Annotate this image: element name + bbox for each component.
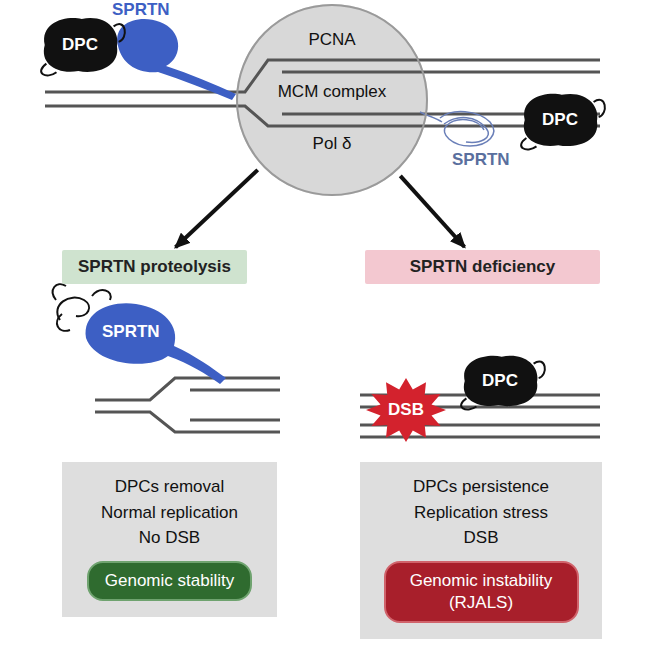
dna-strands — [45, 60, 600, 126]
node-text: MCM complex — [236, 81, 428, 103]
break-star: DSB — [366, 378, 446, 442]
sprtn-protein-faded — [420, 112, 494, 146]
node-text: No DSB — [139, 525, 200, 551]
dpc-blob: DPC — [458, 352, 542, 410]
node-text: Genomic instability (RJALS) — [394, 570, 569, 614]
summary-box: DPCs removalNormal replicationNo DSB Geno… — [62, 462, 277, 617]
node-text: DSB — [464, 525, 499, 551]
node-text: DPC — [482, 370, 518, 392]
sprtn-protein — [86, 303, 226, 384]
outcome-box: Genomic instability (RJALS) — [384, 561, 579, 623]
node-text: Genomic stability — [97, 570, 242, 592]
replisome-fill — [236, 4, 428, 196]
node-text: PCNA — [236, 29, 428, 51]
dna-strands-repaired — [95, 378, 280, 432]
protein-label: SPRTN — [112, 0, 170, 20]
protein-label: SPRTN — [102, 322, 160, 342]
node-text: SPRTN proteolysis — [70, 256, 239, 278]
pathway-box: SPRTN proteolysis — [62, 250, 247, 284]
sprtn-protein — [117, 19, 236, 100]
outcome-box: Genomic stability — [87, 561, 252, 601]
summary-box: DPCs persistenceReplication stressDSB Gen… — [360, 462, 602, 639]
replisome-circle: PCNA MCM complexPol δ — [236, 4, 428, 196]
node-text: DPC — [542, 109, 578, 131]
arrow-connector — [176, 170, 258, 247]
node-text: Replication stress — [414, 500, 548, 526]
node-text: DSB — [388, 399, 424, 421]
pathway-box: SPRTN deficiency — [365, 250, 600, 284]
node-text: DPCs persistence — [413, 474, 549, 500]
node-text: SPRTN deficiency — [373, 256, 592, 278]
node-text: DPC — [62, 34, 98, 56]
node-text: Normal replication — [101, 500, 238, 526]
arrow-connector — [400, 176, 464, 247]
node-text: DPCs removal — [115, 474, 225, 500]
dpc-blob: DPC — [518, 90, 602, 150]
node-text: Pol δ — [236, 133, 428, 155]
dpc-blob: DPC — [38, 14, 122, 76]
protein-label: SPRTN — [452, 150, 510, 170]
